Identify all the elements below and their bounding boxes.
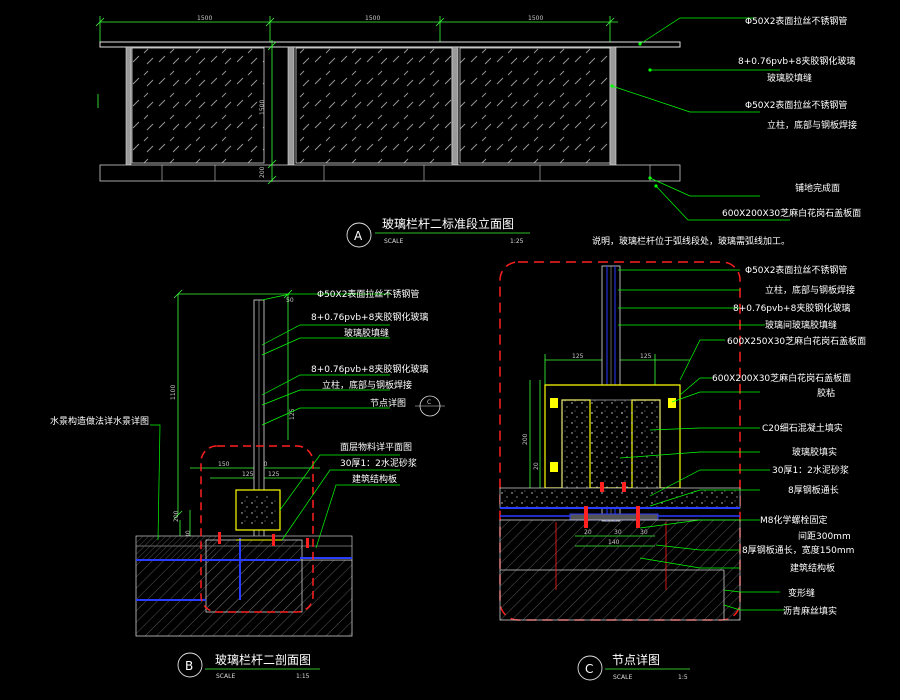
label-c-9: 30厚1：2水泥砂浆: [772, 464, 849, 476]
leaders-a: [611, 17, 790, 221]
dim-a-bay1: 1500: [197, 15, 212, 22]
title-c-letter: C: [585, 662, 593, 676]
label-b-7: 30厚1：2水泥砂浆: [340, 457, 417, 469]
dim-b-glass: 125: [289, 408, 296, 420]
dimension-top-a: [95, 16, 618, 45]
note-a: 说明，玻璃栏杆位于弧线段处，玻璃需弧线加工。: [592, 235, 790, 247]
title-c-name: 节点详图: [612, 652, 660, 667]
title-a-scale-value: 1:25: [510, 238, 524, 245]
label-c-5: 600X200X30芝麻白花岗石盖板面: [712, 372, 851, 384]
callout-c-letter: C: [427, 399, 431, 406]
label-c-10: 8厚钢板通长: [788, 484, 839, 496]
label-c-0: Φ50X2表面拉丝不锈钢管: [745, 264, 847, 276]
title-a-marker: [346, 222, 372, 248]
dim-c-h: 200: [522, 433, 529, 445]
label-a-2: 玻璃胶填缝: [767, 72, 812, 84]
dimension-vertical-a: [267, 40, 277, 185]
label-c-12: 间距300mm: [798, 530, 851, 542]
title-c-marker: [577, 655, 603, 681]
glass-panel-1: [131, 47, 265, 164]
label-c-6: 胶粘: [817, 387, 835, 399]
label-c-14: 建筑结构板: [790, 562, 835, 574]
label-b-5: 节点详图: [370, 397, 406, 409]
label-a-1: 8+0.76pvb+8夹胶钢化玻璃: [738, 55, 855, 67]
dim-c-top-l: 125: [572, 353, 584, 360]
label-c-2: 8+0.76pvb+8夹胶钢化玻璃: [733, 302, 850, 314]
dim-a-height: 1500: [259, 100, 266, 115]
label-b-1: 8+0.76pvb+8夹胶钢化玻璃: [311, 311, 428, 323]
label-b-left: 水景构造做法详水景详图: [50, 415, 149, 427]
title-b-name: 玻璃栏杆二剖面图: [215, 652, 311, 667]
drawing-c-detail: 125 125 200 20 140 20 30 30: [499, 261, 866, 681]
glass-panel-2: [295, 47, 453, 164]
title-b-scale-label: SCALE: [216, 673, 235, 680]
title-b-scale-value: 1:15: [296, 673, 310, 680]
dim-b-h2: 30: [185, 530, 192, 538]
dim-b-top: 50: [286, 297, 294, 304]
dim-a-bay3: 1500: [528, 15, 543, 22]
label-b-6: 面层物料详平面图: [340, 441, 412, 453]
detail-c-bolts: [584, 482, 640, 528]
dim-b-w1: 150: [218, 461, 230, 468]
dim-a-base: 200: [259, 166, 266, 178]
leaders-b: [150, 293, 400, 549]
dim-b-height: 1100: [170, 385, 177, 400]
label-a-6: 600X200X30芝麻白花岗石盖板面: [722, 207, 861, 219]
title-b-letter: B: [185, 659, 193, 673]
dim-b-w4: 125: [268, 471, 280, 478]
label-c-13: 8厚钢板通长，宽度150mm: [742, 544, 854, 556]
glass-panel-3: [459, 47, 611, 164]
label-c-1: 立柱，底部与钢板焊接: [765, 284, 855, 296]
detail-c-anchors: [555, 522, 667, 590]
dim-b-w3: 125: [242, 471, 254, 478]
drawing-b-section: 50 1100 125 150 200 125 125 200 30 50: [50, 288, 445, 680]
dim-c-mid: 20: [533, 462, 540, 470]
label-b-3: 8+0.76pvb+8夹胶钢化玻璃: [311, 363, 428, 375]
dim-a-bay2: 1500: [365, 15, 380, 22]
drawing-a-elevation: 1500 1500 1500: [95, 15, 861, 248]
label-b-8: 建筑结构板: [352, 473, 397, 485]
title-c-scale-value: 1:5: [678, 674, 688, 681]
leader-dots-a: [610, 42, 658, 188]
label-a-5: 铺地完成面: [795, 182, 840, 194]
label-c-4: 600X250X30芝麻白花岗石盖板面: [727, 335, 866, 347]
dim-b-h1: 200: [173, 510, 180, 522]
section-b-bolts: [218, 532, 309, 548]
label-c-16: 沥青麻丝填实: [783, 605, 837, 617]
base-stone-band: [99, 164, 681, 182]
title-a-scale-label: SCALE: [384, 238, 403, 245]
label-a-3: Φ50X2表面拉丝不锈钢管: [745, 99, 847, 111]
label-b-0: Φ50X2表面拉丝不锈钢管: [317, 288, 419, 300]
label-c-11: M8化学螺栓固定: [760, 514, 828, 526]
label-c-7: C20细石混凝土填实: [762, 422, 843, 434]
label-c-8: 玻璃胶填实: [792, 446, 837, 458]
label-c-3: 玻璃间玻璃胶填缝: [765, 319, 837, 331]
title-b-marker: [177, 652, 203, 678]
handrail-tube: [99, 41, 681, 48]
label-c-15: 变形缝: [788, 587, 815, 599]
leaders-c: [618, 269, 785, 611]
label-a-0: Φ50X2表面拉丝不锈钢管: [745, 15, 847, 27]
title-a-letter: A: [354, 229, 363, 243]
section-b-detail-frame: [200, 445, 314, 613]
title-c-scale-label: SCALE: [613, 674, 632, 681]
title-a-name: 玻璃栏杆二标准段立面图: [382, 216, 514, 231]
detail-c-frame: [499, 261, 741, 621]
dim-c-top-r: 125: [640, 353, 652, 360]
label-b-4: 立柱，底部与钢板焊接: [322, 379, 412, 391]
label-b-2: 玻璃胶填缝: [344, 327, 389, 339]
section-b-pit: [205, 539, 303, 613]
label-a-4: 立柱，底部与钢板焊接: [767, 119, 857, 131]
